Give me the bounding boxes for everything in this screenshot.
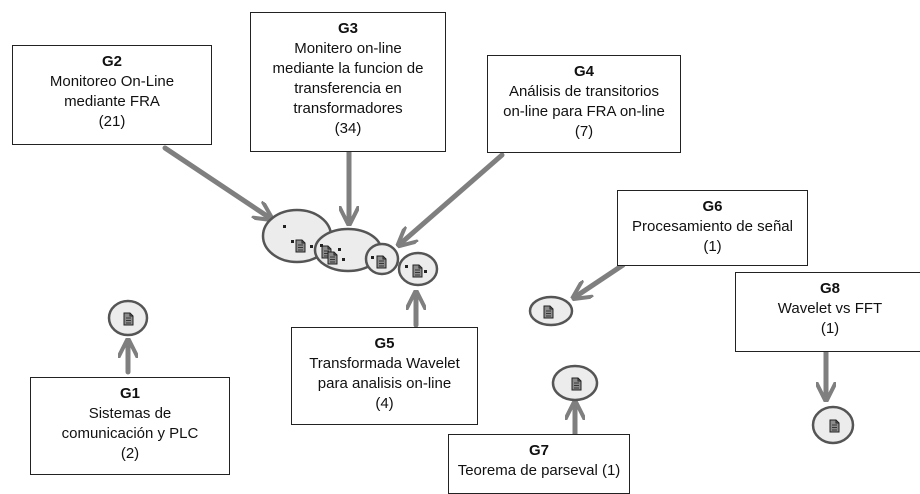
- group-label-line: Teorema de parseval (1): [457, 462, 621, 479]
- group-id: G5: [374, 335, 395, 352]
- group-count: (1): [703, 238, 722, 255]
- document-icon: [412, 264, 423, 278]
- group-box-g2: G2 Monitoreo On-Line mediante FRA (21): [12, 45, 212, 145]
- group-label-line: Sistemas de: [88, 405, 172, 422]
- group-label-line: Procesamiento de señal: [632, 218, 793, 235]
- group-label-line: transformadores: [293, 100, 403, 117]
- group-id: G1: [119, 385, 140, 402]
- group-count: (7): [574, 123, 594, 140]
- document-icon: [543, 305, 554, 319]
- group-id: G4: [573, 63, 594, 80]
- arrows: [128, 145, 826, 440]
- group-count: (34): [334, 120, 362, 137]
- arrow-g2: [162, 145, 270, 218]
- arrow-g4: [400, 152, 505, 244]
- arrow-g6: [575, 262, 626, 297]
- group-box-g8: G8 Wavelet vs FFT (1): [735, 272, 920, 352]
- group-count: (4): [375, 395, 394, 412]
- group-label-line: mediante FRA: [64, 93, 160, 110]
- group-label-line: para analisis on-line: [317, 375, 452, 392]
- group-label-line: Análisis de transitorios: [508, 83, 660, 100]
- group-count: (21): [98, 113, 126, 130]
- group-box-g4: G4 Análisis de transitorios on-line para…: [487, 55, 681, 153]
- group-label-line: transferencia en: [294, 80, 402, 97]
- document-icon: [376, 255, 387, 269]
- group-label-line: Monitero on-line: [294, 40, 402, 57]
- group-box-g7: G7 Teorema de parseval (1): [448, 434, 630, 494]
- document-icon: [829, 419, 840, 433]
- group-box-g6: G6 Procesamiento de señal (1): [617, 190, 808, 266]
- group-id: G7: [528, 442, 549, 459]
- document-icon: [295, 239, 306, 253]
- group-id: G3: [337, 20, 358, 37]
- group-id: G2: [101, 53, 122, 70]
- cluster-dots: [283, 225, 427, 273]
- document-icons: [123, 239, 840, 433]
- group-label-line: Monitoreo On-Line: [49, 73, 175, 90]
- group-count: (2): [120, 445, 140, 462]
- group-id: G6: [702, 198, 723, 215]
- group-label-line: Wavelet vs FFT: [777, 300, 883, 317]
- document-icon: [327, 251, 338, 265]
- document-icon: [571, 377, 582, 391]
- group-box-g5: G5 Transformada Wavelet para analisis on…: [291, 327, 478, 425]
- group-box-g3: G3 Monitero on-line mediante la funcion …: [250, 12, 446, 152]
- document-icon: [123, 312, 134, 326]
- group-label-line: mediante la funcion de: [272, 60, 424, 77]
- group-count: (1): [820, 320, 840, 337]
- group-box-g1: G1 Sistemas de comunicación y PLC (2): [30, 377, 230, 475]
- diagram-canvas: [107, 145, 855, 445]
- group-label-line: comunicación y PLC: [61, 425, 199, 442]
- group-label-line: Transformada Wavelet: [309, 355, 460, 372]
- group-label-line: on-line para FRA on-line: [503, 103, 665, 120]
- group-id: G8: [819, 280, 840, 297]
